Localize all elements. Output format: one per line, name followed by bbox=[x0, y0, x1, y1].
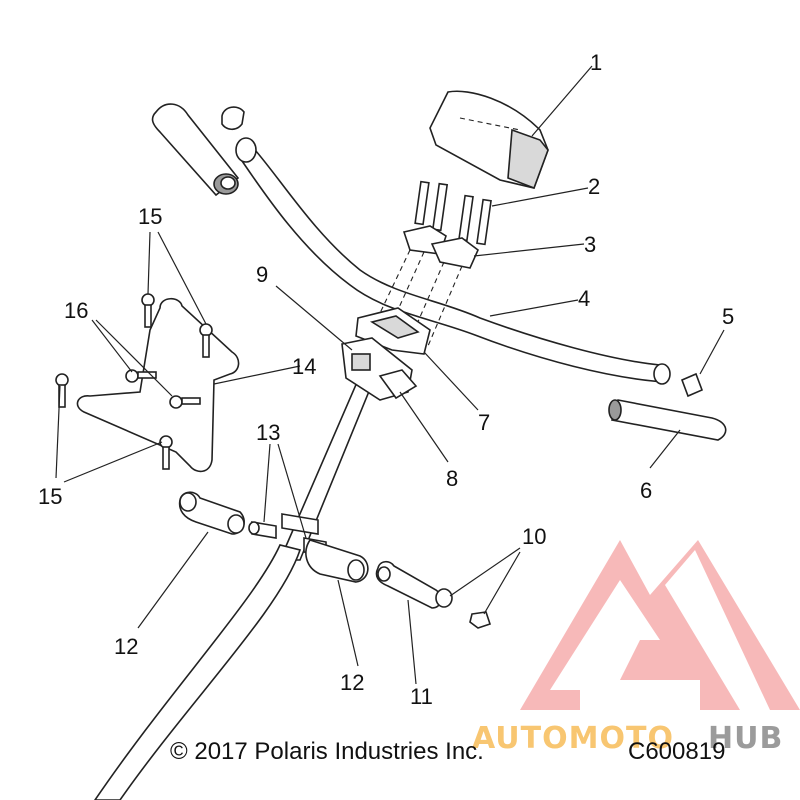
column-collar bbox=[281, 513, 319, 535]
callout-3: 3 bbox=[584, 232, 596, 257]
upper-clamps bbox=[402, 225, 479, 269]
callout-12-right: 12 bbox=[340, 670, 364, 695]
right-bracket bbox=[305, 539, 369, 583]
callout-4: 4 bbox=[578, 286, 590, 311]
bracket-8 bbox=[378, 369, 418, 400]
leader-lines bbox=[55, 65, 725, 685]
logo-word-hub: HUB bbox=[708, 721, 783, 755]
callout-10: 10 bbox=[522, 524, 546, 549]
callout-14: 14 bbox=[292, 354, 316, 379]
right-end-cap bbox=[680, 372, 704, 398]
diagram-code: C600819 bbox=[628, 738, 726, 765]
callout-16: 16 bbox=[64, 298, 88, 323]
callout-7: 7 bbox=[478, 410, 490, 435]
left-bracket bbox=[178, 491, 245, 535]
callout-9: 9 bbox=[256, 262, 268, 287]
left-end-cap bbox=[221, 106, 245, 131]
watermark-logo: AUTOMOTO HUB bbox=[472, 540, 800, 755]
callout-12-left: 12 bbox=[114, 634, 138, 659]
callout-2: 2 bbox=[588, 174, 600, 199]
handlebar bbox=[235, 137, 671, 385]
mounting-plate bbox=[76, 297, 240, 473]
callout-15-top: 15 bbox=[138, 204, 162, 229]
callout-11: 11 bbox=[410, 684, 433, 709]
steering-column bbox=[94, 379, 374, 800]
callout-1: 1 bbox=[590, 50, 602, 75]
right-grip bbox=[608, 399, 727, 441]
logo-word-automoto: AUTOMOTO bbox=[472, 721, 674, 755]
callout-15-bottom: 15 bbox=[38, 484, 62, 509]
copyright-text: © 2017 Polaris Industries Inc. bbox=[170, 738, 484, 765]
logo-triangle-icon bbox=[520, 540, 800, 710]
callout-6: 6 bbox=[640, 478, 652, 503]
left-grip bbox=[151, 103, 240, 197]
callout-13: 13 bbox=[256, 420, 280, 445]
callout-5: 5 bbox=[722, 304, 734, 329]
washer-nut bbox=[435, 588, 492, 629]
plate-bolts bbox=[55, 293, 213, 470]
handlebar-cover bbox=[429, 90, 549, 190]
lower-clamp bbox=[355, 307, 431, 355]
clamp-bolts bbox=[414, 180, 492, 246]
callout-8: 8 bbox=[446, 466, 458, 491]
callout-numbers: 1 2 3 4 5 6 7 8 9 10 11 12 12 13 14 15 1… bbox=[38, 50, 734, 709]
